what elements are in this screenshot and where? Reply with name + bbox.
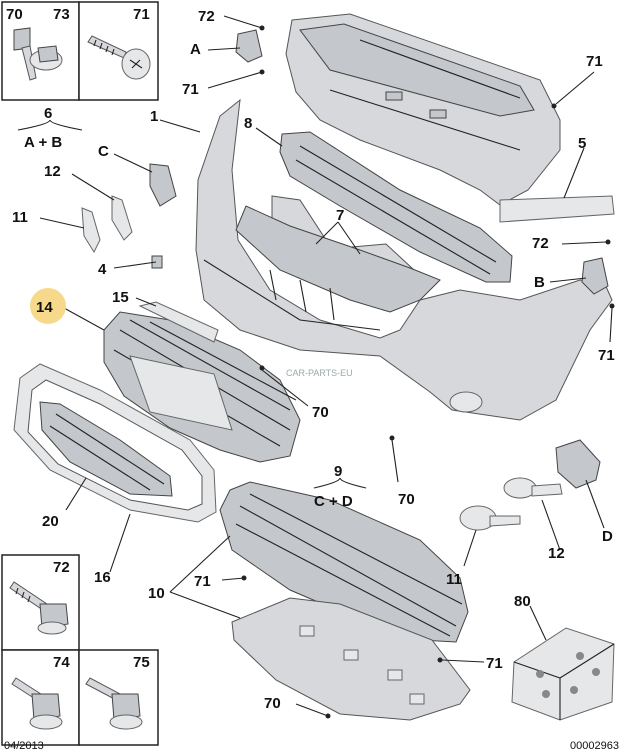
callout-1: 1 bbox=[150, 108, 158, 125]
callout-15: 15 bbox=[112, 289, 129, 306]
bolt-72-icon bbox=[9, 581, 69, 635]
part-10-undertray bbox=[231, 597, 471, 721]
group-9-bracket: 9 C + D bbox=[313, 463, 367, 510]
callout-16: 16 bbox=[94, 569, 111, 586]
callout-4: 4 bbox=[98, 261, 107, 278]
fastener-box-74: 74 bbox=[1, 649, 80, 746]
part-12-fog-trim-left bbox=[111, 195, 133, 241]
callout-71c: 71 bbox=[598, 347, 615, 364]
callout-71d: 71 bbox=[194, 573, 211, 590]
footer-ref: 00002963 bbox=[570, 740, 619, 750]
part-12-fog-trim-right bbox=[503, 477, 563, 499]
part-d-bracket bbox=[555, 439, 601, 489]
leader-lines bbox=[39, 15, 613, 717]
callout-71a: 71 bbox=[182, 81, 199, 98]
box-label-75: 75 bbox=[133, 654, 150, 671]
callout-71b: 71 bbox=[586, 53, 603, 70]
part-14-grille bbox=[103, 311, 301, 463]
part-4-clip bbox=[151, 255, 163, 269]
screw-71-icon bbox=[87, 35, 151, 80]
fastener-box-70-73: 70 73 bbox=[1, 1, 80, 101]
part-10-lower-deflector bbox=[219, 481, 469, 643]
part-1-bumper-cover bbox=[195, 98, 613, 421]
callout-70b: 70 bbox=[398, 491, 415, 508]
box-label-70: 70 bbox=[6, 6, 23, 23]
callout-12b: 12 bbox=[548, 545, 565, 562]
callout-72a: 72 bbox=[198, 8, 215, 25]
part-11-fog-trim-left bbox=[81, 207, 101, 254]
callout-B: B bbox=[534, 274, 545, 291]
callout-20: 20 bbox=[42, 513, 59, 530]
box-label-72: 72 bbox=[53, 559, 70, 576]
box-label-74: 74 bbox=[53, 654, 70, 671]
part-20-inner-grille bbox=[39, 401, 173, 497]
callout-12a: 12 bbox=[44, 163, 61, 180]
callout-80: 80 bbox=[514, 593, 531, 610]
callout-14: 14 bbox=[36, 299, 53, 316]
callout-A: A bbox=[190, 41, 201, 58]
group-sub-6: A + B bbox=[24, 134, 62, 151]
part-5-upper-carrier bbox=[285, 13, 615, 223]
callout-10: 10 bbox=[148, 585, 165, 602]
group-label-6: 6 bbox=[44, 105, 52, 122]
callout-D: D bbox=[602, 528, 613, 545]
callout-labels: 72 A 71 71 1 8 5 C 12 11 7 72 4 B 15 14 … bbox=[12, 8, 615, 712]
part-11-fog-trim-right bbox=[459, 505, 521, 531]
group-6-bracket: 6 A + B bbox=[17, 105, 83, 151]
callout-11a: 11 bbox=[12, 209, 28, 226]
part-a-bracket bbox=[235, 29, 263, 63]
part-c-clip bbox=[149, 163, 177, 207]
footer-date: 04/2013 bbox=[4, 740, 44, 750]
callout-70c: 70 bbox=[264, 695, 281, 712]
highlight-marker-14 bbox=[30, 288, 66, 324]
callout-7: 7 bbox=[336, 207, 344, 224]
fastener-box-72: 72 bbox=[1, 554, 80, 651]
part-8-grille-strip bbox=[279, 131, 513, 283]
callout-72b: 72 bbox=[532, 235, 549, 252]
callout-8: 8 bbox=[244, 115, 252, 132]
group-sub-9: C + D bbox=[314, 493, 353, 510]
bolt-75-icon bbox=[85, 677, 143, 730]
fastener-box-71: 71 bbox=[78, 1, 159, 101]
callout-70a: 70 bbox=[312, 404, 329, 421]
box-label-73: 73 bbox=[53, 6, 70, 23]
callout-C: C bbox=[98, 143, 109, 160]
group-label-9: 9 bbox=[334, 463, 342, 480]
fastener-markers bbox=[241, 25, 615, 719]
callout-5: 5 bbox=[578, 135, 586, 152]
fastener-box-75: 75 bbox=[78, 649, 159, 746]
callout-11b: 11 bbox=[446, 571, 462, 588]
part-80-clip-kit bbox=[511, 627, 615, 721]
watermark: CAR-PARTS-EU bbox=[286, 368, 353, 378]
bolt-70-73-icon bbox=[13, 27, 63, 81]
callout-71e: 71 bbox=[486, 655, 503, 672]
bolt-74-icon bbox=[11, 677, 63, 730]
box-label-71: 71 bbox=[133, 6, 150, 23]
